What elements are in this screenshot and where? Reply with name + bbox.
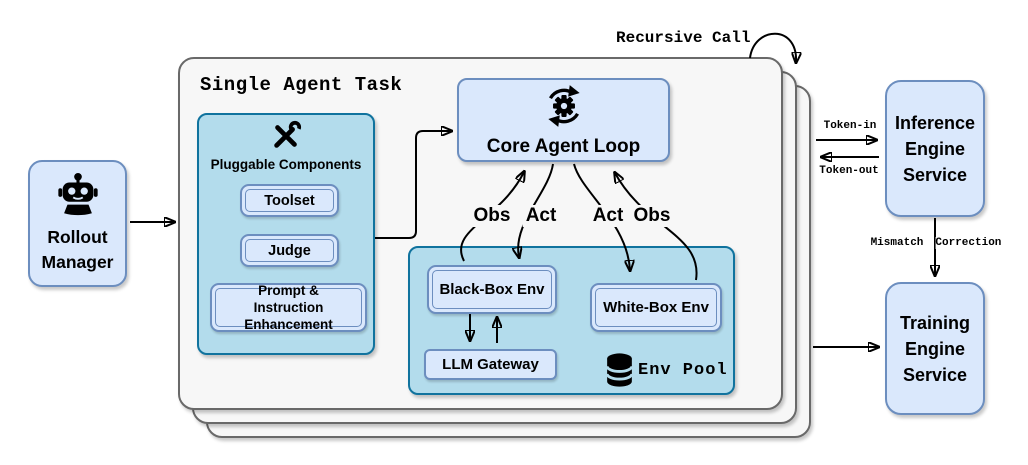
obs-label-right: Obs	[630, 205, 674, 227]
training-engine-service-node: Training Engine Service	[885, 282, 985, 415]
white-box-env-node: White-Box Env	[590, 283, 722, 332]
rollout-manager-node: Rollout Manager	[28, 160, 127, 287]
core-agent-loop-node: Core Agent Loop	[457, 78, 670, 162]
core-agent-loop-label: Core Agent Loop	[486, 136, 641, 157]
token-in-label: Token-in	[821, 120, 879, 132]
judge-label: Judge	[245, 239, 334, 262]
llm-gateway-label: LLM Gateway	[442, 356, 539, 373]
llm-gateway-node: LLM Gateway	[424, 349, 557, 380]
pluggable-components-title: Pluggable Components	[210, 157, 362, 172]
white-box-env-label: White-Box Env	[595, 288, 717, 327]
correction-word: Correction	[935, 237, 1002, 249]
robot-icon	[55, 172, 101, 225]
database-icon	[604, 352, 635, 395]
act-label-left: Act	[522, 205, 560, 227]
gear-loop-icon	[540, 82, 588, 136]
recursive-call-label: Recursive Call	[616, 29, 751, 47]
obs-label-left: Obs	[470, 205, 514, 227]
black-box-env-node: Black-Box Env	[427, 265, 557, 314]
single-agent-task-title: Single Agent Task	[200, 74, 403, 96]
rollout-manager-label: Rollout Manager	[41, 227, 114, 272]
toolset-node: Toolset	[240, 184, 339, 217]
inference-engine-service-node: Inference Engine Service	[885, 80, 985, 217]
tools-icon	[270, 120, 302, 157]
prompt-enhancement-label: Prompt & Instruction Enhancement	[215, 283, 362, 332]
act-label-right: Act	[589, 205, 627, 227]
mismatch-word: Mismatch	[870, 237, 924, 249]
env-pool-label: Env Pool	[638, 361, 728, 380]
prompt-enhancement-node: Prompt & Instruction Enhancement	[210, 283, 367, 332]
black-box-env-label: Black-Box Env	[432, 270, 552, 309]
mismatch-correction-label: Mismatch Correction	[870, 237, 1002, 249]
token-out-label: Token-out	[817, 165, 881, 177]
judge-node: Judge	[240, 234, 339, 267]
env-pool-container: Black-Box Env White-Box Env LLM Gateway	[408, 246, 735, 395]
toolset-label: Toolset	[245, 189, 334, 212]
pluggable-components-container: Pluggable Components Toolset Judge Promp…	[197, 113, 375, 355]
